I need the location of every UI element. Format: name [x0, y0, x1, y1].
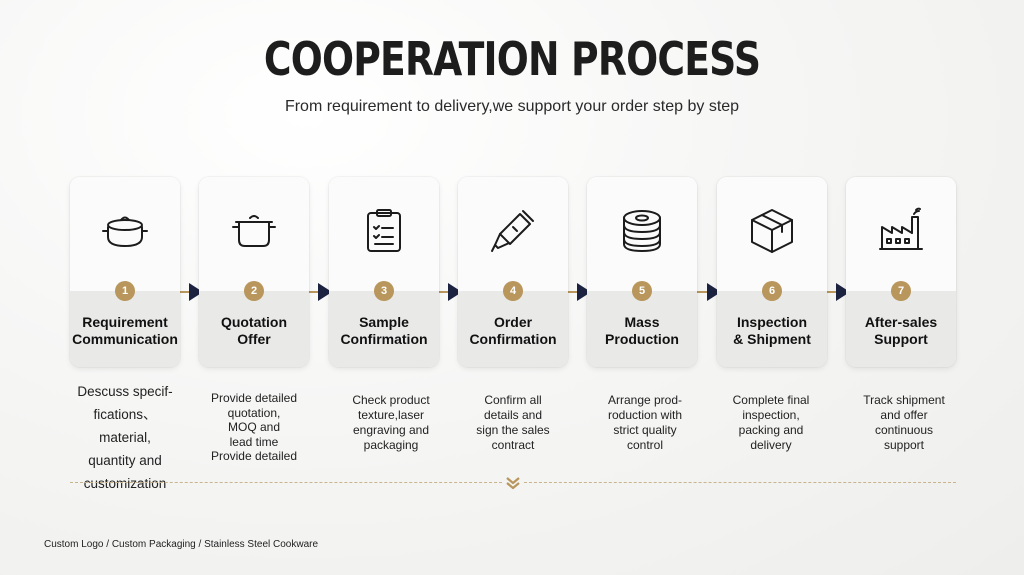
stock-pot-icon [228, 205, 280, 257]
step-description-2: Provide detailed quotation, MOQ and lead… [210, 391, 298, 463]
step-card-5: 5 Mass Production [587, 177, 697, 367]
factory-icon [875, 205, 927, 257]
step-number-badge: 2 [244, 281, 264, 301]
step-title: After-sales Support [864, 314, 938, 347]
step-card-7: 7 After-sales Support [846, 177, 956, 367]
clipboard-checklist-icon [358, 205, 410, 257]
page-title: COOPERATION PROCESS [263, 32, 761, 86]
step-title: Quotation Offer [220, 314, 288, 347]
step-description-6: Complete final inspection, packing and d… [732, 393, 810, 452]
pen-signing-icon [487, 205, 539, 257]
step-title: Mass Production [605, 314, 679, 347]
step-description-7: Track shipment and offer continuous supp… [863, 393, 945, 452]
footer-tagline: Custom Logo / Custom Packaging / Stainle… [44, 539, 319, 550]
step-number-badge: 6 [762, 281, 782, 301]
step-description-3: Check product texture,laser engraving an… [352, 393, 430, 452]
package-box-icon [746, 205, 798, 257]
page-subtitle: From requirement to delivery,we support … [284, 98, 740, 115]
step-description-5: Arrange prod- roduction with strict qual… [607, 393, 683, 452]
step-card-3: 3 Sample Confirmation [329, 177, 439, 367]
step-number-badge: 3 [374, 281, 394, 301]
step-card-6: 6 Inspection & Shipment [717, 177, 827, 367]
step-card-2: 2 Quotation Offer [199, 177, 309, 367]
stacked-rolls-icon [616, 205, 668, 257]
step-description-1: Descuss specif- fications、material, quan… [77, 384, 173, 491]
cooking-pot-icon [99, 205, 151, 257]
chevron-down-icon [503, 473, 523, 493]
step-title: Requirement Communication [72, 314, 178, 347]
step-title: Order Confirmation [469, 314, 557, 347]
step-number-badge: 4 [503, 281, 523, 301]
step-description-4: Confirm all details and sign the sales c… [476, 393, 550, 452]
step-title: Sample Confirmation [340, 314, 428, 347]
step-number-badge: 5 [632, 281, 652, 301]
step-title: Inspection & Shipment [733, 314, 811, 347]
step-number-badge: 1 [115, 281, 135, 301]
step-card-1: 1 Requirement Communication [70, 177, 180, 367]
arrow-right-icon [318, 283, 332, 301]
step-card-4: 4 Order Confirmation [458, 177, 568, 367]
step-number-badge: 7 [891, 281, 911, 301]
